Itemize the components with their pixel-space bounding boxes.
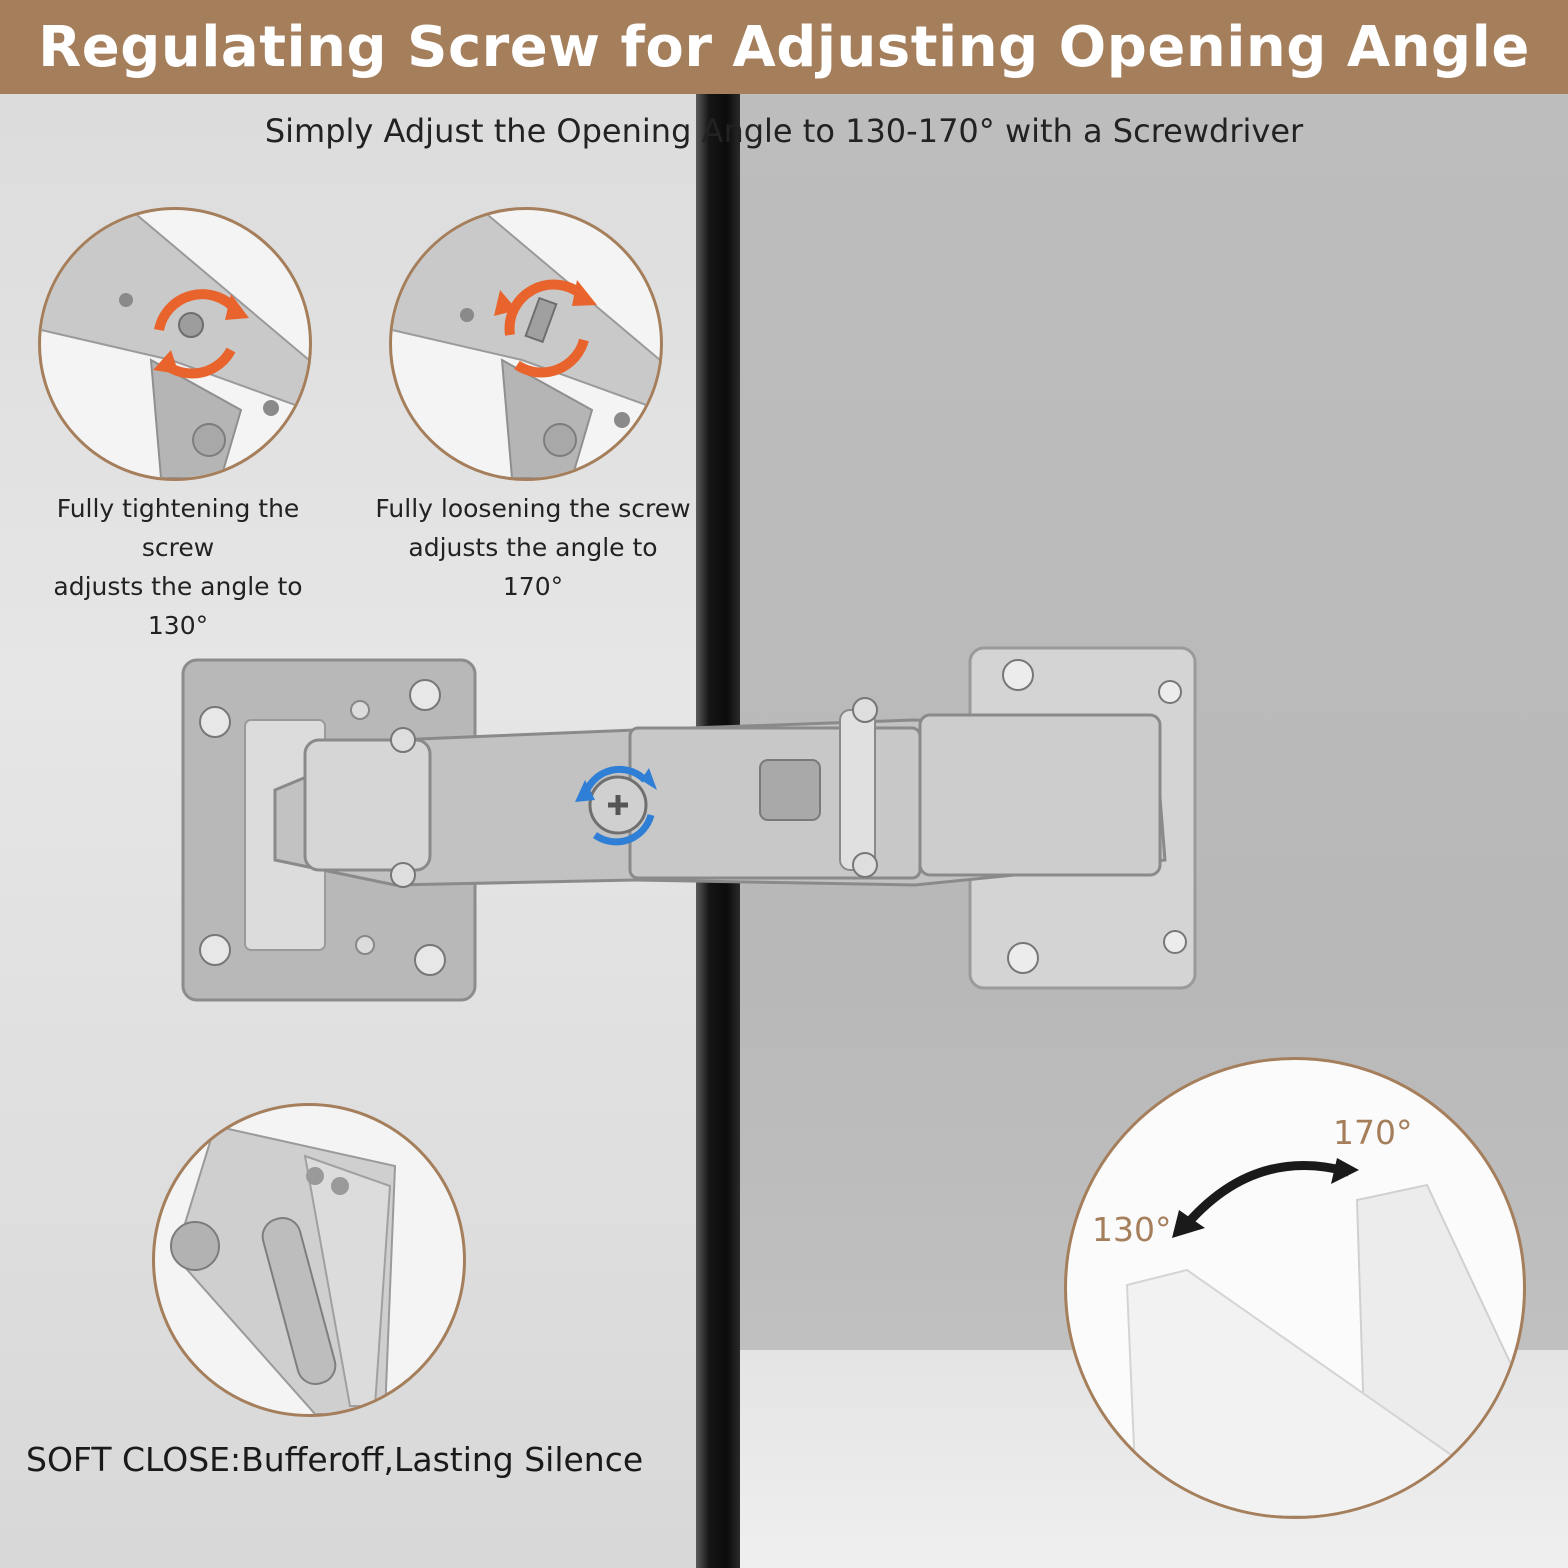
detail-loosened-circle <box>389 207 663 481</box>
angle-label-170: 170° <box>1333 1113 1413 1152</box>
caption-tightened-line1: Fully tightening the screw <box>56 494 300 562</box>
soft-close-text: SOFT CLOSE:Bufferoff,Lasting Silence <box>26 1440 644 1479</box>
page-title: Regulating Screw for Adjusting Opening A… <box>38 14 1530 80</box>
detail-tightened-circle <box>38 207 312 481</box>
subtitle: Simply Adjust the Opening Angle to 130-1… <box>264 112 1304 150</box>
hinge-illustration <box>181 646 1197 1002</box>
caption-loosened-line2: adjusts the angle to 170° <box>408 533 658 601</box>
detail-soft-close-circle <box>152 1103 466 1417</box>
hinge-detail-loosened-illustration <box>392 210 660 478</box>
hinge-detail-tightened-illustration <box>41 210 309 478</box>
soft-close-damper-illustration <box>170 1124 397 1414</box>
title-banner: Regulating Screw for Adjusting Opening A… <box>0 0 1568 94</box>
caption-tightened-line2: adjusts the angle to 130° <box>53 572 303 640</box>
caption-loosened-line1: Fully loosening the screw <box>375 494 691 523</box>
caption-tightened: Fully tightening the screw adjusts the a… <box>20 489 336 645</box>
angle-doors-illustration <box>1125 1158 1523 1516</box>
opening-angle-circle <box>1064 1057 1526 1519</box>
angle-label-130: 130° <box>1092 1210 1172 1249</box>
caption-loosened: Fully loosening the screw adjusts the an… <box>375 489 691 606</box>
